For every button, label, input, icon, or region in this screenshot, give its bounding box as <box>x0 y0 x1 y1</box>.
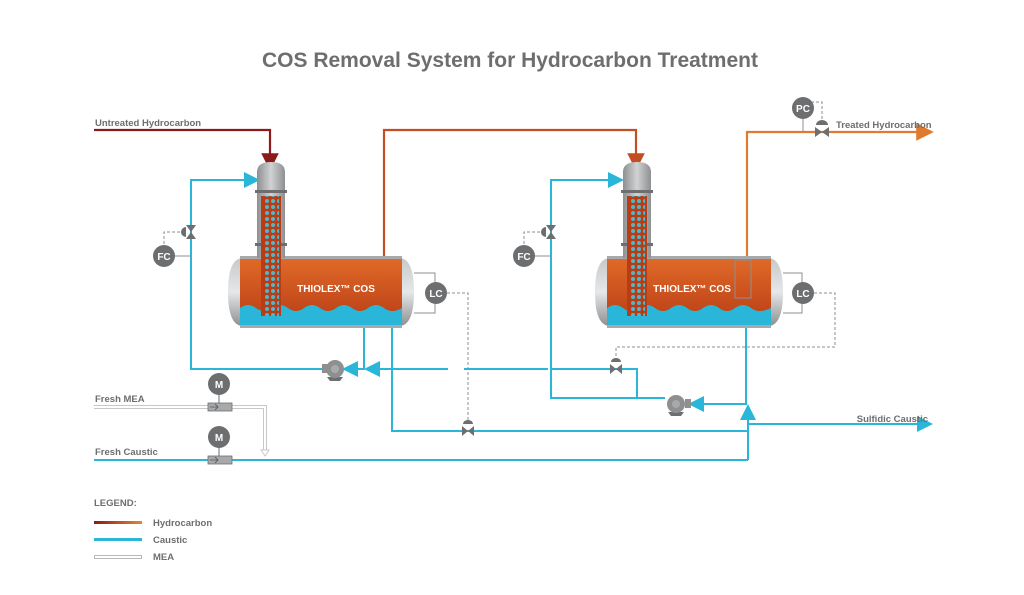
thiolex-vessel-1[interactable]: THIOLEX™ COS <box>228 256 414 328</box>
fresh-mea-line <box>94 405 270 457</box>
svg-text:PC: PC <box>796 104 810 115</box>
flow-control-valve-1[interactable] <box>181 225 196 239</box>
intermediate-hydrocarbon-line <box>382 128 645 258</box>
legend: LEGEND: Hydrocarbon Caustic MEA <box>94 498 212 563</box>
legend-label-hydrocarbon: Hydrocarbon <box>153 518 212 529</box>
flow-controller-1[interactable]: FC <box>153 231 191 267</box>
level-controller-2[interactable]: LC <box>615 272 836 362</box>
treated-hydrocarbon-label: Treated Hydrocarbon <box>836 120 932 131</box>
legend-swatch-caustic <box>94 538 142 541</box>
caustic-metering-pump[interactable]: M <box>207 426 233 465</box>
legend-swatch-hydrocarbon <box>94 521 142 524</box>
vessel-2-label: THIOLEX™ COS <box>653 284 731 295</box>
mea-metering-pump[interactable]: M <box>207 373 233 412</box>
pressure-control-valve[interactable] <box>815 120 829 137</box>
svg-text:M: M <box>215 380 223 391</box>
legend-label-caustic: Caustic <box>153 535 187 546</box>
svg-text:LC: LC <box>796 289 809 300</box>
untreated-hydrocarbon-label: Untreated Hydrocarbon <box>95 118 201 129</box>
legend-label-mea: MEA <box>153 552 174 563</box>
legend-swatch-mea <box>94 555 142 559</box>
fresh-mea-label: Fresh MEA <box>95 394 145 405</box>
flow-control-valve-2[interactable] <box>541 225 556 239</box>
thiolex-vessel-2[interactable]: THIOLEX™ COS <box>595 256 783 328</box>
pressure-controller[interactable]: PC <box>792 97 814 119</box>
caustic-recycle-line-2 <box>550 172 933 460</box>
contactor-column-2 <box>621 162 653 316</box>
svg-text:M: M <box>215 433 223 444</box>
sulfidic-caustic-label: Sulfidic Caustic <box>857 414 928 425</box>
caustic-recycle-line-1 <box>190 172 748 432</box>
svg-text:FC: FC <box>157 252 170 263</box>
diagram-title: COS Removal System for Hydrocarbon Treat… <box>262 49 758 72</box>
svg-text:FC: FC <box>517 252 530 263</box>
circulation-pump-1[interactable] <box>322 360 344 381</box>
contactor-column-1 <box>255 162 287 316</box>
fresh-caustic-label: Fresh Caustic <box>95 447 158 458</box>
level-control-valve-1[interactable] <box>462 420 474 436</box>
circulation-pump-2[interactable] <box>667 395 691 416</box>
legend-title: LEGEND: <box>94 498 137 509</box>
flow-controller-2[interactable]: FC <box>513 231 551 267</box>
level-control-valve-2[interactable] <box>610 358 622 374</box>
svg-text:LC: LC <box>429 289 442 300</box>
vessel-1-label: THIOLEX™ COS <box>297 284 375 295</box>
untreated-hydrocarbon-line <box>94 128 279 171</box>
level-controller-1[interactable]: LC <box>414 272 469 424</box>
